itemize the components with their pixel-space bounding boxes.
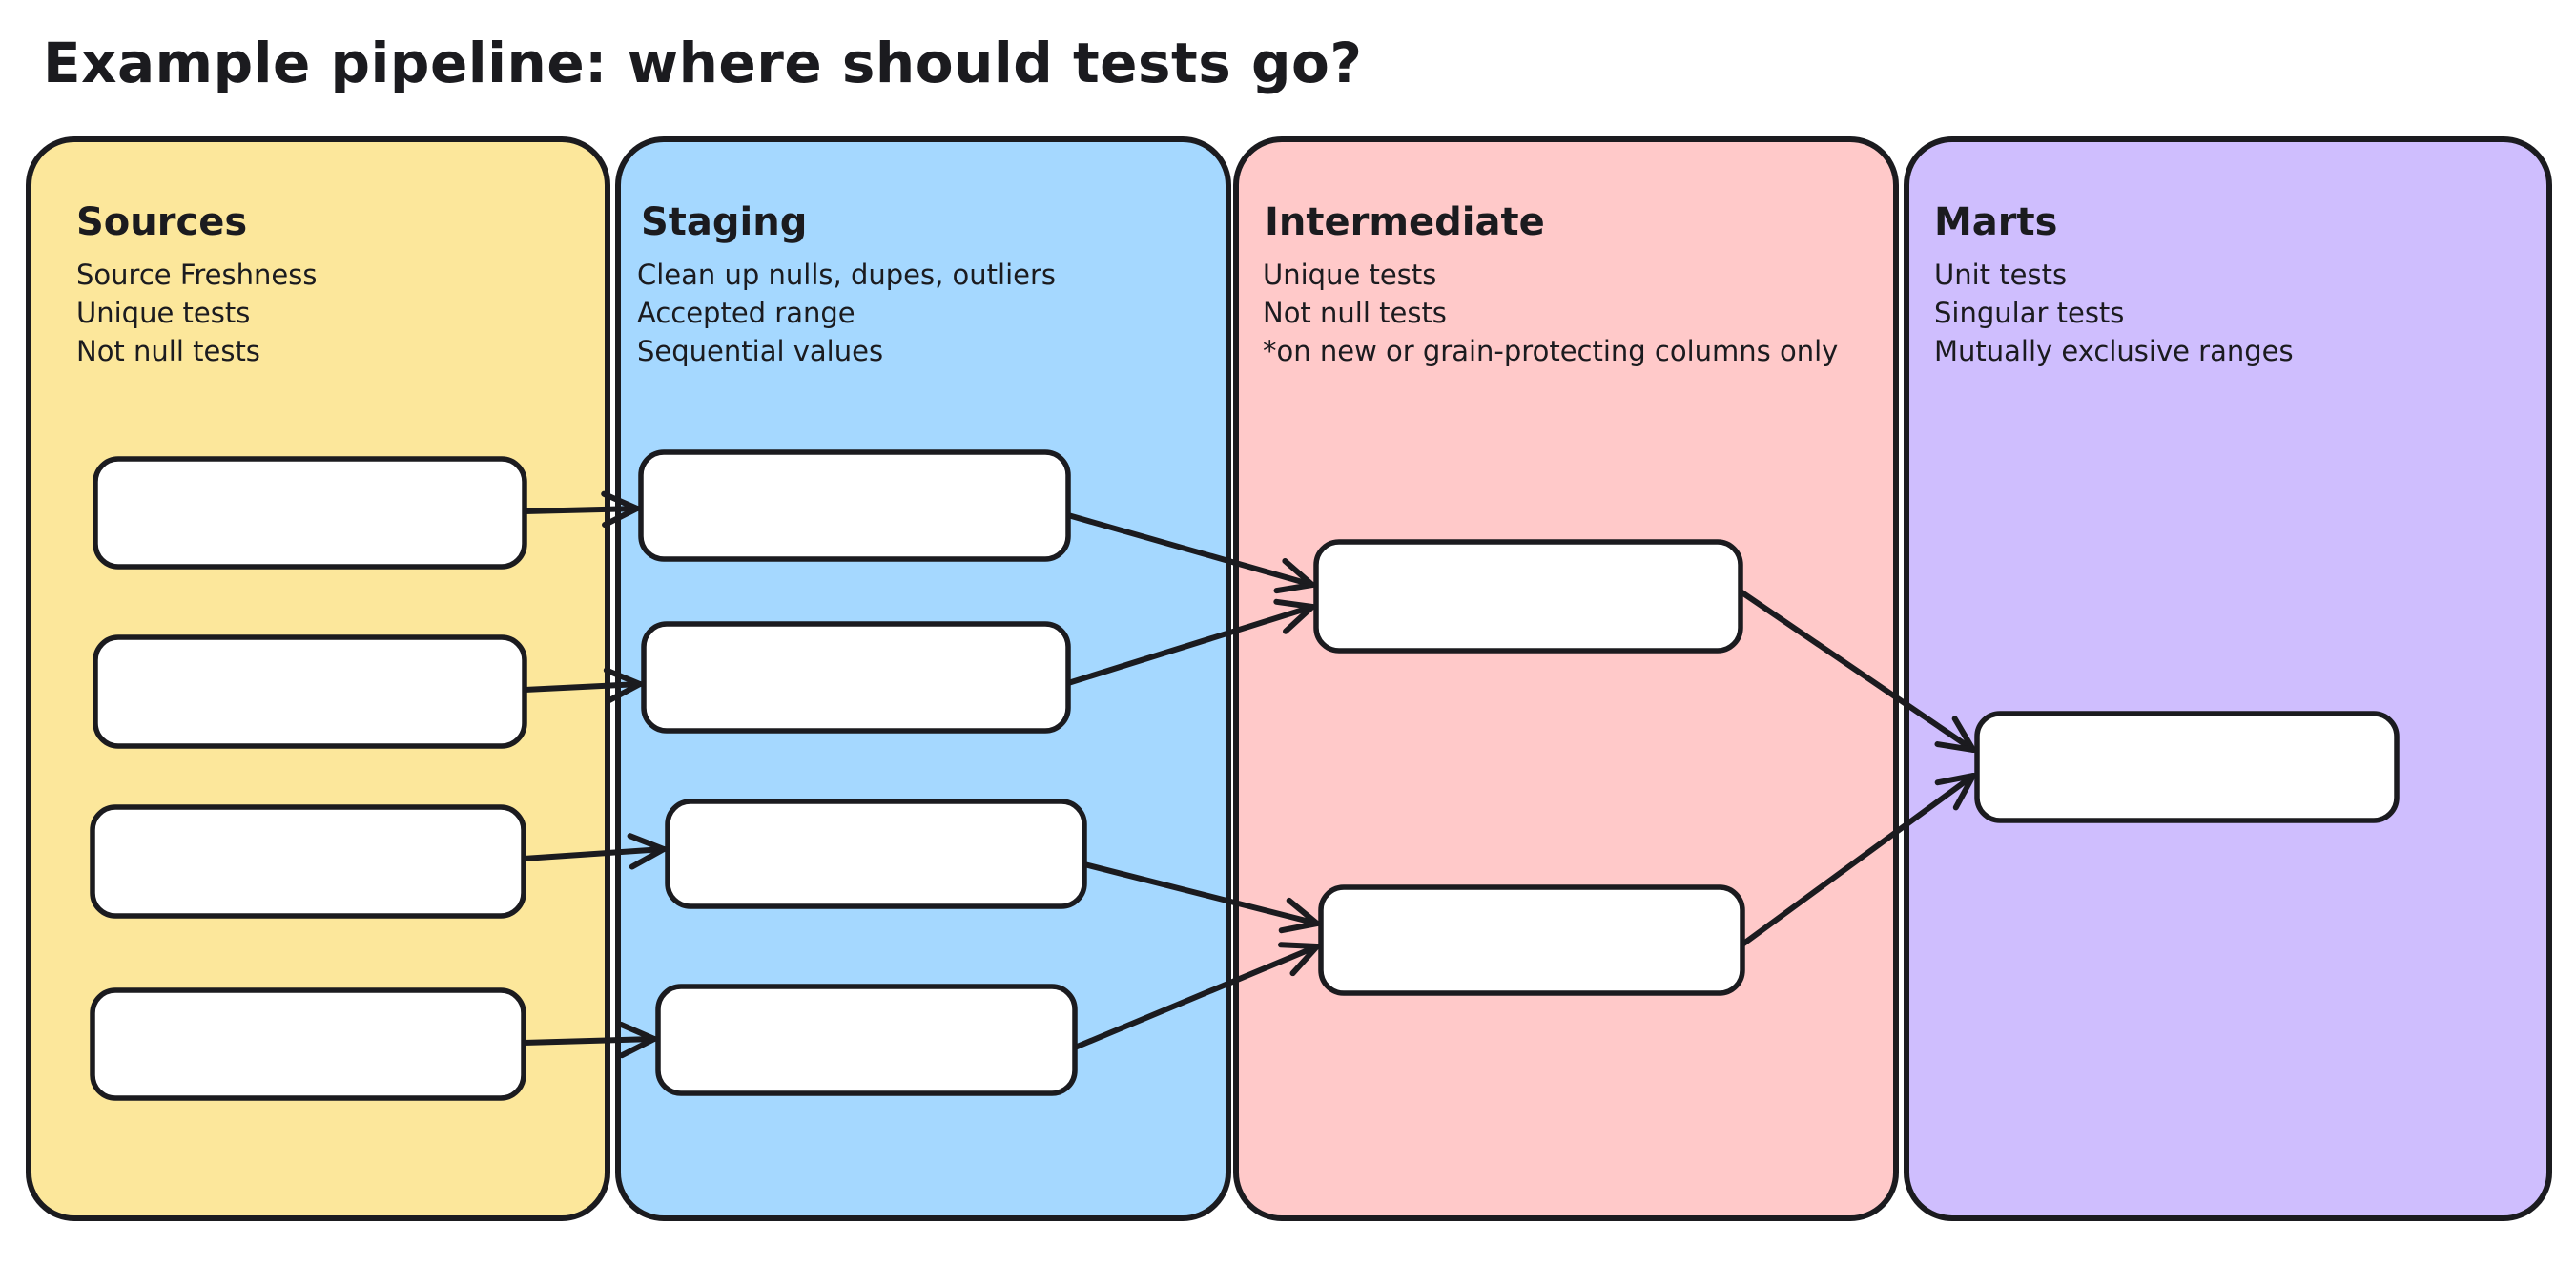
column-intermediate-label: Intermediate bbox=[1265, 200, 1545, 244]
column-intermediate-note: Not null tests bbox=[1263, 297, 1447, 329]
column-staging-note: Clean up nulls, dupes, outliers bbox=[637, 259, 1056, 291]
column-marts-panel bbox=[1904, 136, 2552, 1221]
node-staging-3 bbox=[665, 799, 1087, 909]
node-source-1 bbox=[93, 456, 527, 570]
column-sources-note: Source Freshness bbox=[76, 259, 317, 291]
node-intermediate-1 bbox=[1313, 539, 1743, 654]
edges-layer bbox=[521, 490, 1976, 1059]
edge-source-3-to-staging-3 bbox=[521, 833, 667, 870]
node-staging-4 bbox=[655, 984, 1078, 1096]
node-source-2 bbox=[93, 634, 527, 749]
edge-source-4-to-staging-4 bbox=[521, 1021, 657, 1059]
column-marts-note: Singular tests bbox=[1934, 297, 2124, 329]
column-staging-label: Staging bbox=[641, 200, 807, 244]
node-staging-2 bbox=[641, 621, 1071, 734]
edge-source-1-to-staging-1 bbox=[522, 490, 640, 529]
column-marts-note: Unit tests bbox=[1934, 259, 2067, 291]
column-marts: Marts Unit tests Singular tests Mutually… bbox=[1904, 136, 2552, 1221]
edge-staging-3-to-intermediate-2 bbox=[1082, 861, 1320, 934]
edge-staging-1-to-intermediate-1 bbox=[1065, 512, 1315, 594]
column-sources-note: Unique tests bbox=[76, 297, 250, 329]
column-sources-note: Not null tests bbox=[76, 335, 260, 367]
edge-staging-4-to-intermediate-2 bbox=[1072, 942, 1320, 1050]
column-staging-note: Accepted range bbox=[637, 297, 855, 329]
node-staging-1 bbox=[638, 449, 1071, 562]
node-marts-1 bbox=[1974, 711, 2400, 823]
column-intermediate-note: *on new or grain-protecting columns only bbox=[1263, 335, 1838, 367]
node-source-3 bbox=[90, 804, 526, 919]
node-source-4 bbox=[90, 987, 526, 1101]
edge-source-2-to-staging-2 bbox=[522, 667, 643, 704]
column-staging-note: Sequential values bbox=[637, 335, 883, 367]
column-sources-label: Sources bbox=[76, 200, 247, 244]
edge-intermediate-2-to-marts-1 bbox=[1740, 773, 1976, 947]
node-intermediate-2 bbox=[1318, 884, 1745, 996]
column-intermediate: Intermediate Unique tests Not null tests… bbox=[1233, 136, 1899, 1221]
column-intermediate-note: Unique tests bbox=[1263, 259, 1436, 291]
edge-intermediate-1-to-marts-1 bbox=[1738, 589, 1976, 753]
column-marts-label: Marts bbox=[1934, 200, 2057, 244]
diagram-title: Example pipeline: where should tests go? bbox=[43, 31, 1362, 95]
edge-staging-2-to-intermediate-1 bbox=[1065, 598, 1315, 686]
column-marts-note: Mutually exclusive ranges bbox=[1934, 335, 2294, 367]
nodes-layer bbox=[90, 449, 2400, 1101]
